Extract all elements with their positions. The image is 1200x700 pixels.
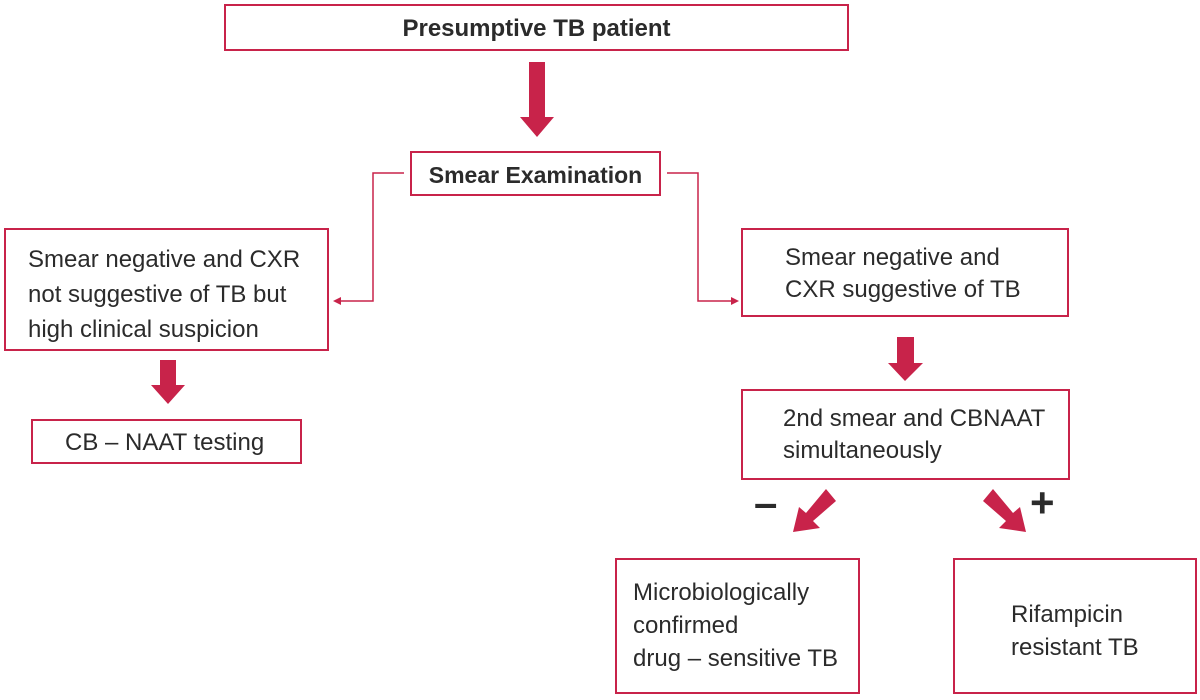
cb-naat-testing-label: CB – NAAT testing	[65, 429, 265, 456]
rifampicin-resistant-label: Rifampicin resistant TB	[1011, 601, 1139, 661]
smear-negative-cxr-suggestive-label: Smear negative and CXR suggestive of TB	[785, 244, 1021, 303]
arrowhead-left	[333, 297, 341, 305]
micro-confirmed-label: Microbiologically confirmed drug – sensi…	[633, 579, 838, 672]
smear-examination-label: Smear Examination	[428, 162, 643, 188]
second-smear-cbnaat-box: 2nd smear and CBNAAT simultaneously	[741, 389, 1070, 480]
smear-negative-cxr-suggestive-box: Smear negative and CXR suggestive of TB	[741, 228, 1069, 317]
smear-negative-cxr-not-suggestive-box: Smear negative and CXR not suggestive of…	[4, 228, 329, 351]
arrow-right-to-second	[888, 337, 923, 381]
line-smear-to-right	[667, 172, 733, 302]
smear-examination-box: Smear Examination	[410, 151, 661, 196]
presumptive-tb-label: Presumptive TB patient	[402, 15, 671, 42]
arrow-second-to-rif	[983, 489, 1026, 532]
positive-sign: +	[1030, 479, 1055, 526]
arrow-second-to-micro	[793, 489, 836, 532]
line-smear-to-left	[337, 172, 404, 302]
smear-negative-cxr-not-suggestive-label: Smear negative and CXR not suggestive of…	[28, 246, 301, 343]
rifampicin-resistant-box: Rifampicin resistant TB	[953, 558, 1197, 694]
micro-confirmed-box: Microbiologically confirmed drug – sensi…	[615, 558, 860, 694]
cb-naat-testing-box: CB – NAAT testing	[31, 419, 302, 464]
arrow-left-to-cbnaat	[151, 360, 185, 404]
arrow-presumptive-to-smear	[520, 62, 554, 137]
arrowhead-right	[731, 297, 739, 305]
presumptive-tb-box: Presumptive TB patient	[224, 4, 849, 51]
negative-sign: –	[754, 479, 778, 526]
second-smear-cbnaat-label: 2nd smear and CBNAAT simultaneously	[783, 405, 1046, 464]
